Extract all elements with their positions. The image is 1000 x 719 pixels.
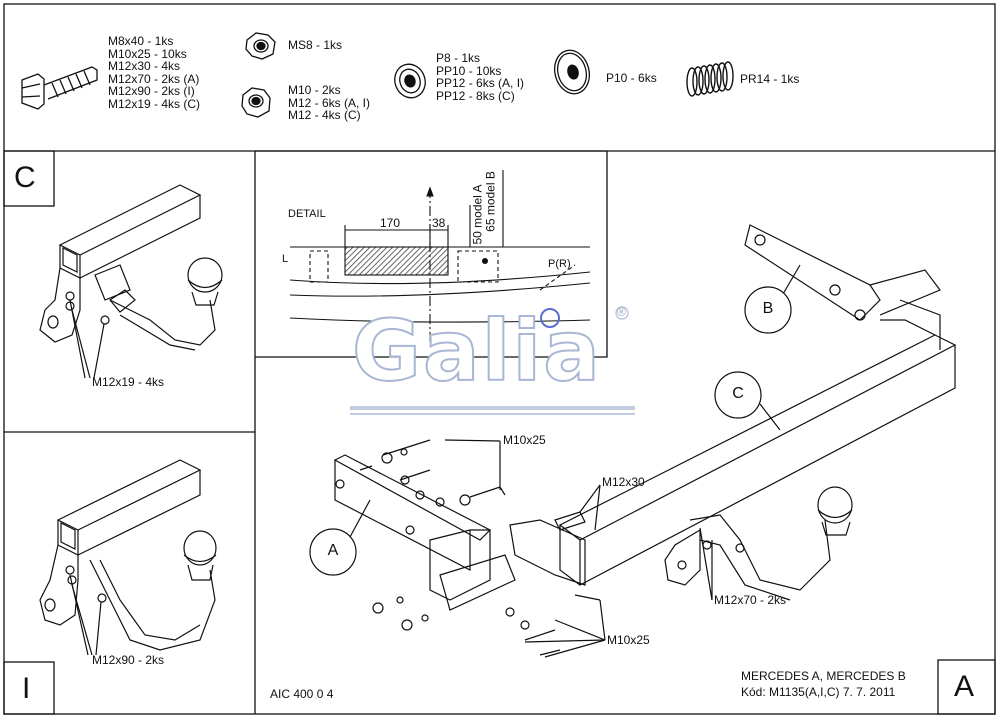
detail-drawing <box>289 170 591 345</box>
detail-title: DETAIL <box>288 208 326 220</box>
galia-logo-mark <box>350 306 635 415</box>
nut-list: M10 - 2ks M12 - 6ks (A, I) M12 - 4ks (C) <box>288 84 370 122</box>
self-locking-nut-label: MS8 - 1ks <box>288 38 343 52</box>
bolt-m10x25-bottom-label: M10x25 <box>607 633 650 647</box>
panel-i-towbar <box>39 459 217 656</box>
spring-washer-list: P8 - 1ks PP10 - 10ks PP12 - 6ks (A, I) P… <box>436 52 524 102</box>
bolt-icon <box>21 66 98 110</box>
vehicle-models: MERCEDES A, MERCEDES B <box>741 669 906 683</box>
detail-label-pr: P(R) <box>548 258 571 270</box>
bolt-list: M8x40 - 1ks M10x25 - 10ks M12x30 - 4ks M… <box>108 35 200 110</box>
bolt-m10x25-top-label: M10x25 <box>503 433 546 447</box>
spring-washer-list-item: PP10 - 10ks <box>436 63 502 78</box>
washer-icon <box>553 49 591 95</box>
bolt-m12x70-label: M12x70 - 2ks <box>714 593 787 607</box>
outer-frame <box>3 3 996 715</box>
panel-c-towbar <box>39 184 223 379</box>
panel-c-callout: M12x19 - 4ks <box>92 375 165 389</box>
kit-code: Kód: M1135(A,I,C) 7. 7. 2011 <box>741 685 896 699</box>
bolt-list-item: M10x25 - 10ks <box>108 46 187 61</box>
callout-c-label: C <box>732 385 744 402</box>
nut-list-item: M10 - 2ks <box>288 83 341 97</box>
detail-model-b: 65 model B <box>483 171 498 232</box>
spring-label: PR14 - 1ks <box>740 72 800 86</box>
detail-frame <box>255 150 608 358</box>
washer-label: P10 - 6ks <box>606 71 657 85</box>
detail-dim-170: 170 <box>380 216 401 230</box>
letter-box-a <box>937 659 996 715</box>
bolt-list-item: M12x90 - 2ks (I) <box>108 84 195 98</box>
nut-list-item: M12 - 4ks (C) <box>288 108 361 122</box>
bolt-m12x30-label: M12x30 <box>602 475 645 489</box>
letter-box-i <box>3 661 55 715</box>
bolt-list-item: M12x70 - 2ks (A) <box>108 71 200 86</box>
nut-list-item: M12 - 6ks (A, I) <box>288 95 371 110</box>
galia-registered-mark: ® <box>617 305 626 319</box>
callout-b-label: B <box>762 300 774 317</box>
drawing-code: AIC 400 0 4 <box>270 687 334 701</box>
spring-icon <box>686 61 734 97</box>
nut-icon <box>241 87 271 118</box>
panel-c-letter: C <box>14 161 36 194</box>
callout-a-label: A <box>327 542 339 559</box>
detail-dim-38: 38 <box>432 216 446 230</box>
panel-i-callout: M12x90 - 2ks <box>92 653 165 667</box>
detail-label-l: L <box>282 253 289 265</box>
panel-i-letter: I <box>22 672 31 705</box>
self-locking-nut-icon <box>245 32 276 60</box>
spring-washer-list-item: P8 - 1ks <box>436 51 481 65</box>
letter-box-c <box>3 150 55 207</box>
callout-b-circle <box>744 286 792 334</box>
spring-washer-icon <box>394 63 426 99</box>
bolt-list-item: M12x19 - 4ks (C) <box>108 96 201 111</box>
callout-c-circle <box>714 371 762 419</box>
bolt-list-item: M12x30 - 4ks <box>108 59 181 73</box>
spring-washer-list-item: PP12 - 6ks (A, I) <box>436 76 525 90</box>
galia-logo: Galia <box>351 302 602 400</box>
panel-a-letter: A <box>954 670 975 703</box>
callout-a-circle <box>309 528 357 576</box>
bolt-list-item: M8x40 - 1ks <box>108 34 174 48</box>
main-assembly <box>333 224 957 658</box>
spring-washer-list-item: PP12 - 8ks (C) <box>436 88 515 103</box>
